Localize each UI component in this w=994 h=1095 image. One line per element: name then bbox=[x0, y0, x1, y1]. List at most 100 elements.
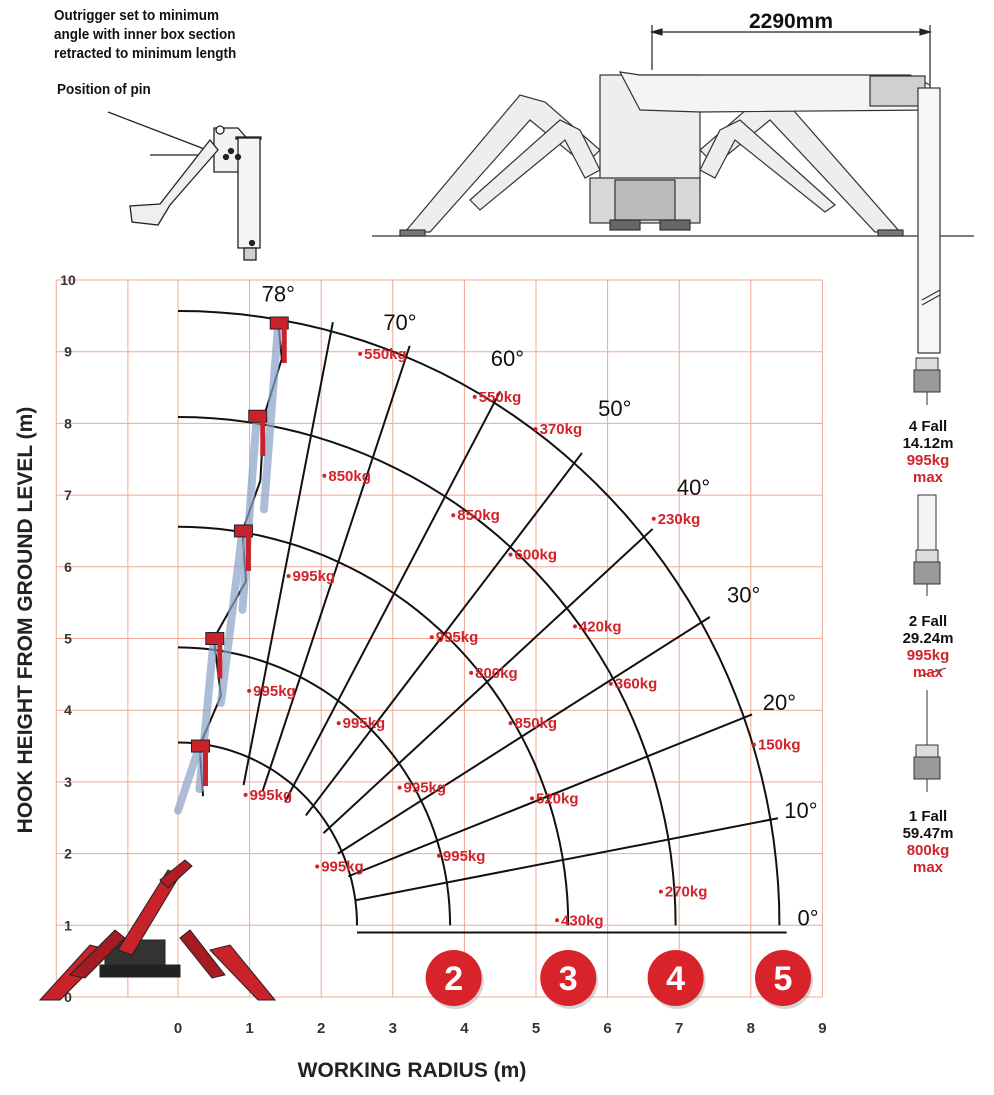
hook-2-fall bbox=[913, 494, 941, 596]
load-label: 850kg bbox=[457, 507, 500, 524]
radius-arc bbox=[177, 416, 677, 926]
angle-label: 60° bbox=[491, 346, 524, 371]
load-marker bbox=[451, 513, 456, 518]
outrigger-note-line-1: Outrigger set to minimum bbox=[54, 7, 220, 24]
angle-ray bbox=[322, 528, 654, 834]
load-labels: 550kg550kg370kg850kg850kg600kg230kg995kg… bbox=[243, 346, 801, 929]
working-range-curves bbox=[177, 310, 787, 934]
outrigger-note: Outrigger set to minimum angle with inne… bbox=[54, 6, 236, 63]
x-tick-label: 5 bbox=[532, 1020, 540, 1037]
y-tick-label: 8 bbox=[64, 415, 72, 431]
load-label: 850kg bbox=[328, 468, 371, 485]
load-marker bbox=[397, 785, 402, 790]
angle-ray bbox=[347, 713, 753, 878]
load-marker bbox=[472, 394, 477, 399]
load-marker bbox=[247, 688, 252, 693]
y-tick-label: 7 bbox=[64, 487, 72, 503]
outrigger-sketch bbox=[107, 111, 262, 261]
x-tick-label: 4 bbox=[460, 1020, 469, 1037]
load-label: 995kg bbox=[436, 629, 479, 646]
load-label: 995kg bbox=[250, 787, 293, 804]
x-tick-label: 1 bbox=[245, 1020, 253, 1037]
load-label: 600kg bbox=[515, 547, 558, 564]
load-marker bbox=[286, 574, 291, 579]
y-tick-label: 2 bbox=[64, 846, 72, 862]
hook-1-fall bbox=[913, 667, 947, 792]
load-marker bbox=[429, 635, 434, 640]
y-tick-label: 1 bbox=[64, 917, 72, 933]
load-label: 995kg bbox=[253, 683, 296, 700]
angle-ray bbox=[284, 390, 502, 802]
boom-arm bbox=[174, 742, 204, 815]
load-marker bbox=[315, 864, 320, 869]
load-label: 995kg bbox=[443, 848, 486, 865]
angle-label: 40° bbox=[677, 475, 710, 500]
load-label: 995kg bbox=[293, 568, 336, 585]
boom-section-badge bbox=[755, 950, 812, 1006]
radius-arc bbox=[177, 646, 452, 926]
y-tick-label: 4 bbox=[64, 702, 72, 718]
load-marker bbox=[336, 721, 341, 726]
fall-rating-2: 2 Fall 29.24m 995kg max bbox=[883, 613, 973, 681]
angle-label: 10° bbox=[784, 798, 817, 823]
radius-arc bbox=[177, 525, 570, 926]
load-label: 230kg bbox=[658, 511, 701, 528]
fall-max: max bbox=[912, 469, 944, 486]
boom-arm bbox=[195, 634, 218, 794]
angle-ray bbox=[354, 817, 779, 902]
fall-length: 14.12m bbox=[902, 435, 954, 452]
angle-labels: 78°70°60°50°40°30°20°10°0° bbox=[262, 282, 819, 931]
load-marker bbox=[751, 742, 756, 747]
x-tick-label: 2 bbox=[317, 1020, 325, 1037]
load-marker bbox=[530, 796, 534, 801]
boom-section-number: 5 bbox=[774, 960, 793, 998]
angle-label: 70° bbox=[383, 310, 416, 335]
dimension-label: 2290mm bbox=[749, 10, 833, 33]
load-label: 550kg bbox=[364, 346, 407, 363]
load-label: 995kg bbox=[404, 780, 447, 797]
y-tick-label: 10 bbox=[60, 272, 76, 288]
x-tick-label: 6 bbox=[603, 1020, 611, 1037]
load-marker bbox=[572, 624, 577, 629]
hook-4-fall bbox=[913, 357, 941, 405]
x-tick-label: 7 bbox=[675, 1020, 683, 1037]
fall-line-count: 1 Fall bbox=[908, 808, 948, 825]
crane-base-illustration bbox=[38, 859, 277, 1001]
load-label: 430kg bbox=[561, 912, 604, 929]
x-tick-label: 0 bbox=[174, 1020, 182, 1037]
fall-load: 995kg bbox=[906, 452, 950, 469]
crane-top-view bbox=[372, 71, 974, 354]
boom-section-number: 3 bbox=[559, 960, 578, 998]
pin-note: Position of pin bbox=[57, 81, 151, 98]
load-label: 420kg bbox=[579, 618, 622, 635]
load-label: 550kg bbox=[479, 389, 522, 406]
fall-load: 800kg bbox=[906, 842, 950, 859]
angle-ray bbox=[337, 616, 711, 855]
outrigger-note-line-2: angle with inner box section bbox=[54, 26, 236, 43]
angle-ray bbox=[261, 345, 411, 791]
load-label: 360kg bbox=[615, 676, 658, 693]
angle-ray bbox=[305, 452, 583, 817]
y-tick-label: 0 bbox=[64, 989, 72, 1005]
fall-max: max bbox=[912, 859, 944, 876]
angle-label: 30° bbox=[727, 583, 760, 608]
boom-positions bbox=[174, 316, 289, 815]
radius-arc bbox=[177, 741, 358, 926]
fall-length: 29.24m bbox=[902, 630, 954, 647]
radius-arc bbox=[177, 310, 781, 926]
y-tick-label: 9 bbox=[64, 344, 72, 360]
load-marker bbox=[508, 721, 513, 726]
dimension-line bbox=[649, 25, 933, 90]
fall-length: 59.47m bbox=[902, 825, 954, 842]
fall-max: max bbox=[912, 664, 944, 681]
load-marker bbox=[533, 427, 538, 432]
load-marker bbox=[469, 670, 474, 675]
load-marker bbox=[555, 918, 560, 923]
load-marker bbox=[658, 889, 663, 894]
fall-line-count: 2 Fall bbox=[908, 613, 948, 630]
load-marker bbox=[243, 792, 248, 797]
y-tick-label: 5 bbox=[64, 631, 72, 647]
